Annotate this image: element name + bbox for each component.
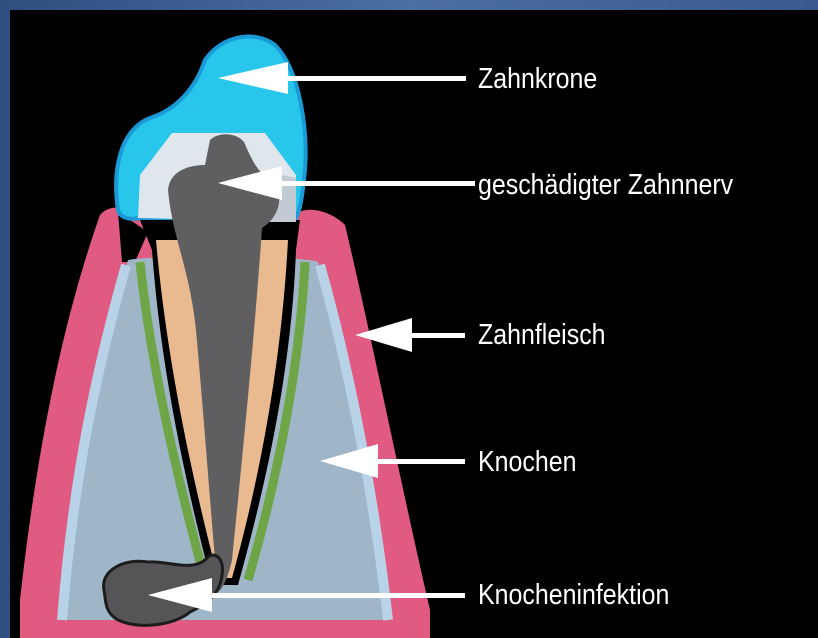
label-bone: Knochen (478, 445, 576, 479)
tooth-diagram (10, 10, 818, 638)
label-infection: Knocheninfektion (478, 578, 669, 612)
label-nerve: geschädigter Zahnnerv (478, 168, 733, 202)
diagram-panel: Zahnkrone geschädigter Zahnnerv Zahnflei… (10, 10, 818, 638)
label-gum: Zahnfleisch (478, 318, 606, 352)
label-crown: Zahnkrone (478, 62, 597, 96)
